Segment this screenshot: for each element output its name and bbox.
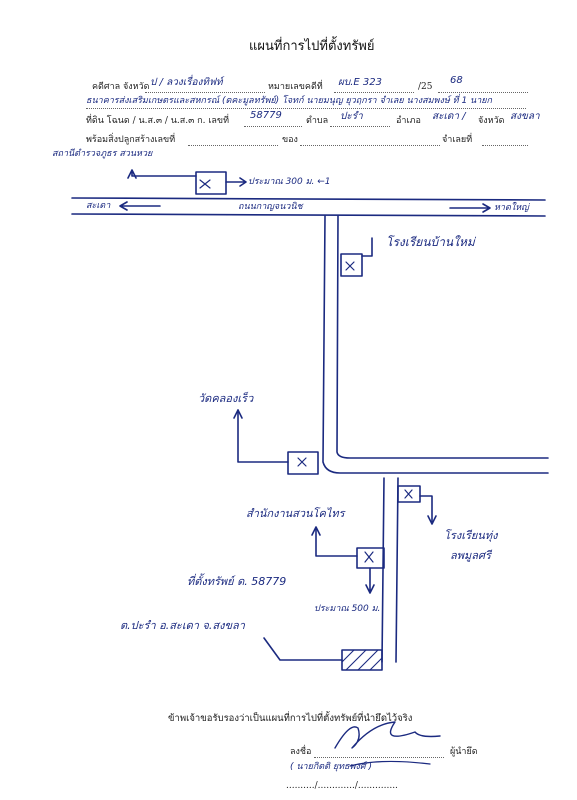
district-label: อำเภอ	[396, 116, 421, 126]
province-value: สงขลา	[510, 111, 540, 122]
building-label: พร้อมสิ่งปลูกสร้างเลขที่	[86, 135, 176, 145]
page-title: แผนที่การไปที่ตั้งทรัพย์	[249, 39, 375, 54]
signer-role: ผู้นำยึด	[450, 747, 478, 757]
distance-bottom-label: ประมาณ 500 ม.	[314, 604, 381, 614]
district-value: สะเดา /	[432, 111, 466, 122]
office-box	[356, 547, 385, 569]
school-right-box	[397, 485, 421, 503]
lower-road-left-edge	[381, 477, 385, 663]
date-line: ........../............./..............	[286, 781, 398, 791]
office-label: สำนักงานสวนโคไทร	[246, 507, 345, 520]
landmark-top-left-label: สถานีตำรวจภูธร สวนหวย	[52, 149, 153, 159]
right-direction-label: หาดใหญ่	[494, 203, 529, 213]
arrow-left	[119, 201, 161, 211]
defendant2-label: จำเลยที่	[442, 135, 473, 145]
plaintiff-line: ธนาคารส่งเสริมเกษตรและสหกรณ์ (ตคะมูลทรัพ…	[86, 96, 492, 106]
main-road-lower-edge	[71, 213, 546, 217]
deed-value: ป / ลวงเรื่องทิฟท์	[150, 77, 223, 88]
signer-name: ( นายกิตติ ยุทธพงศ์ )	[290, 762, 372, 772]
school-right-label: โรงเรียนทุ่ง	[444, 529, 498, 542]
property-label: ที่ตั้งทรัพย์ ด. 58779	[187, 575, 287, 588]
signature-label: ลงชื่อ	[290, 747, 312, 757]
land-number: 58779	[250, 110, 282, 121]
subdistrict-label: ตำบล	[306, 116, 329, 126]
subdistrict-value: ปะรำ	[340, 111, 363, 122]
side-road-left-edge	[322, 215, 549, 474]
side-road-right-edge	[336, 215, 549, 459]
case-value: ผบ.E 323	[338, 77, 382, 88]
year-value: 68	[450, 75, 463, 86]
landmark-box-top	[195, 171, 227, 195]
temple-box	[287, 451, 319, 475]
school-right-label-line2: ลพมูลศรี	[450, 549, 491, 562]
school-top-box	[340, 253, 363, 277]
province-label: จังหวัด	[478, 116, 505, 126]
school-top-label: โรงเรียนบ้านใหม่	[386, 235, 475, 249]
case-label: หมายเลขคดีที่	[268, 82, 323, 92]
owner-label: ของ	[282, 135, 298, 145]
property-box	[341, 649, 383, 671]
year-label: /25	[418, 82, 433, 92]
temple-label: วัดคลองเร็ว	[198, 392, 254, 405]
left-direction-label: สะเดา	[86, 201, 111, 211]
land-label: ที่ดิน โฉนด / น.ส.๓ / น.ส.๓ ก. เลขที่	[86, 116, 230, 126]
main-road-upper-edge	[71, 197, 546, 201]
property-address-label: ต.ปะรำ อ.สะเดา จ.สงขลา	[120, 619, 245, 632]
distance-top-label: ประมาณ 300 ม. ←1	[248, 177, 331, 187]
road-label: ถนนกาญจนวนิช	[238, 202, 303, 212]
deed-label: คดีศาล จังหวัด	[92, 82, 150, 92]
certification-text: ข้าพเจ้าขอรับรองว่าเป็นแผนที่การไปที่ตั้…	[168, 713, 413, 724]
arrow-right	[449, 203, 491, 213]
lower-road-right-edge	[395, 477, 399, 663]
